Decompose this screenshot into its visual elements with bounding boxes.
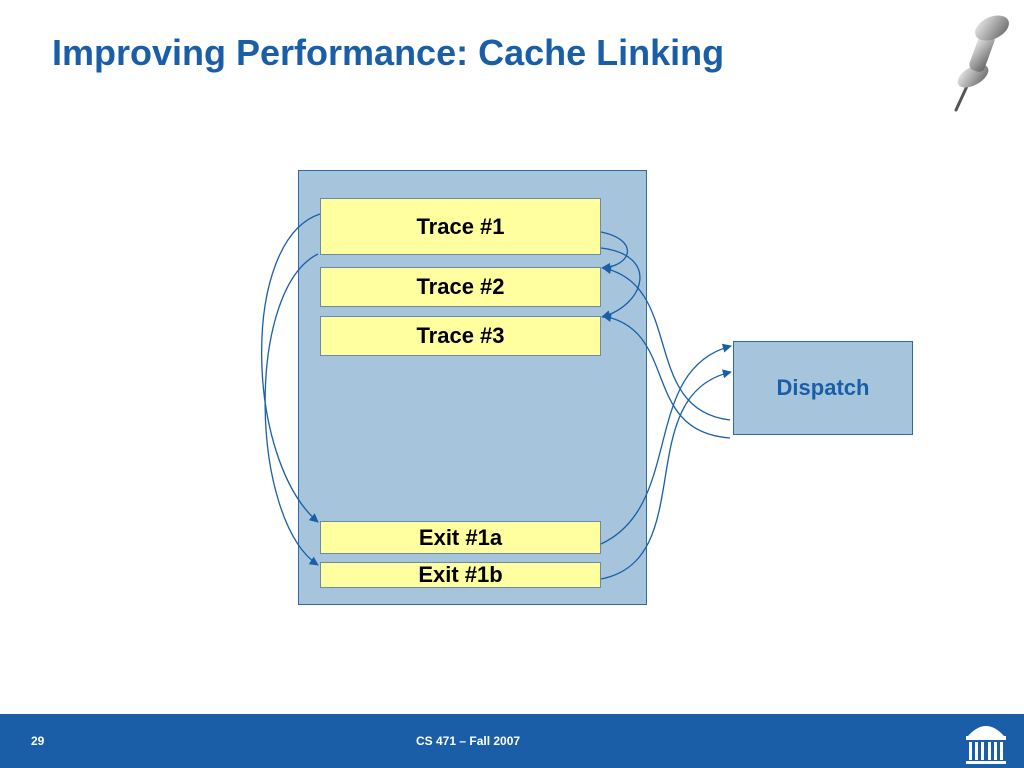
exit-1a-label: Exit #1a (418, 524, 503, 550)
page-number: 29 (31, 734, 45, 748)
link-arrows (260, 213, 732, 580)
trace-2-label: Trace #2 (416, 274, 505, 299)
slide-title: Improving Performance: Cache Linking (52, 32, 725, 73)
exit-1a-box: Exit #1a (320, 521, 601, 554)
dispatch-label: Dispatch (776, 375, 870, 400)
arrow-trace1-to-exit1a (260, 213, 321, 523)
trace-2-box: Trace #2 (320, 267, 601, 307)
arrow-dispatch-to-trace3 (602, 313, 731, 439)
trace-3-box: Trace #3 (320, 316, 601, 356)
university-logo-icon (966, 726, 1006, 764)
footer-bar: 29 CS 471 – Fall 2007 (0, 714, 1024, 768)
arrow-dispatch-to-trace2 (602, 265, 731, 421)
arrow-trace1-to-trace3 (600, 247, 641, 320)
trace-3-label: Trace #3 (416, 323, 505, 348)
trace-1-box: Trace #1 (320, 198, 601, 255)
arrow-exit1b-to-dispatch (600, 369, 732, 580)
course-label: CS 471 – Fall 2007 (416, 734, 521, 748)
dispatch-box: Dispatch (733, 341, 913, 435)
exit-1b-box: Exit #1b (320, 562, 601, 588)
arrow-trace1-to-exit1b (264, 253, 319, 566)
arrow-exit1a-to-dispatch (600, 343, 732, 545)
exit-1b-label: Exit #1b (418, 562, 503, 587)
trace-1-label: Trace #1 (416, 213, 505, 239)
pushpin-icon (954, 15, 1009, 112)
